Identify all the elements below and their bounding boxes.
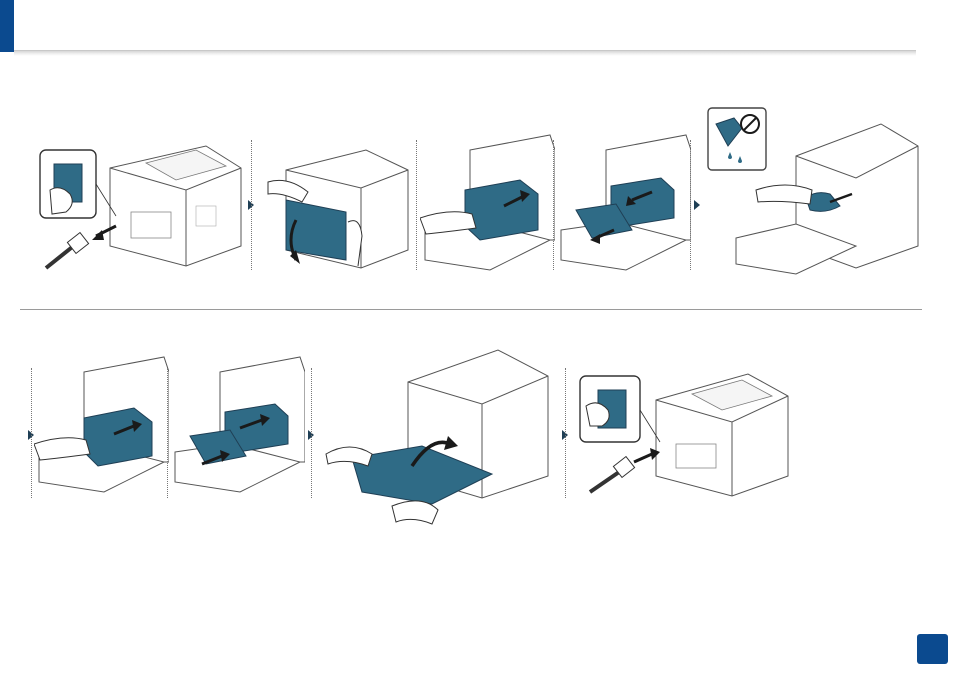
step-arrow [694, 200, 700, 210]
row-divider [20, 309, 922, 310]
step-remove-imaging-unit [556, 130, 691, 275]
step-unplug-power-cord [36, 128, 246, 278]
step-separator [553, 140, 554, 270]
step-separator [167, 368, 168, 498]
printer-icon [36, 128, 246, 278]
page-number-badge [917, 634, 948, 664]
step-reinsert-imaging-unit [170, 352, 305, 497]
step-separator [31, 368, 32, 498]
header-rule [14, 50, 916, 56]
arrow-icon [92, 230, 104, 240]
step-separator [251, 140, 252, 270]
step-separator [690, 140, 691, 270]
step-open-front-cover [256, 130, 411, 270]
hand-icon [326, 447, 372, 466]
step-remove-toner-cartridge [420, 130, 555, 275]
step-separator [416, 140, 417, 270]
step-close-front-cover [322, 346, 552, 526]
printer-icon [576, 360, 791, 505]
hand-icon [756, 185, 812, 204]
step-plug-in-power-cord [576, 360, 791, 505]
header-accent-bar [0, 0, 14, 52]
step-separator [311, 368, 312, 498]
step-clean-inside-no-liquid [706, 106, 921, 276]
step-reinsert-toner-cartridge [34, 352, 169, 497]
step-separator [565, 368, 566, 498]
